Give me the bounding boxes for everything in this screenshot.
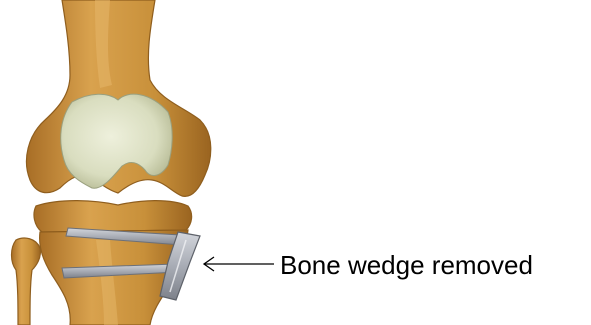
femur — [26, 0, 210, 196]
fibula — [12, 238, 41, 325]
fibula-head — [12, 238, 41, 325]
annotation-arrow — [204, 257, 274, 271]
annotation-label: Bone wedge removed — [280, 250, 533, 280]
tibia-plateau — [34, 201, 192, 232]
